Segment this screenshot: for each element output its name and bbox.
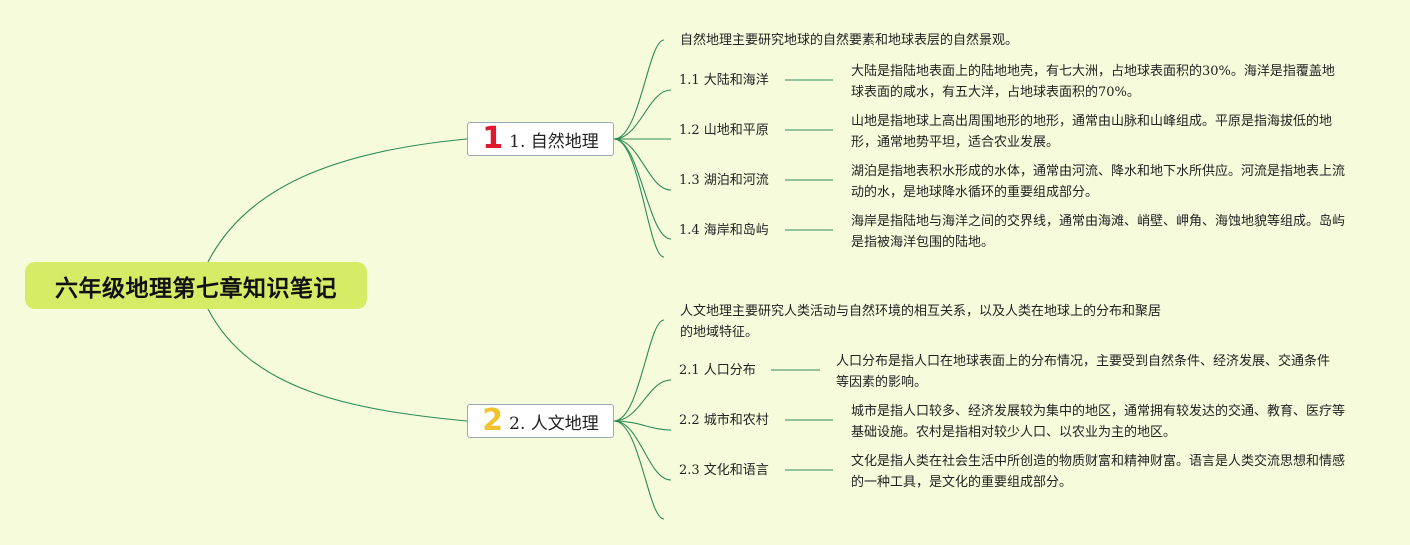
topic-culture-language[interactable]: 2.3 文化和语言 xyxy=(679,463,769,478)
desc-mountains-plains: 山地是指地球上高出周围地形的地形，通常由山脉和山峰组成。平原是指海拔低的地形，通… xyxy=(851,114,1333,150)
link-b2-item1 xyxy=(613,379,672,422)
branch-label: 2. 人文地理 xyxy=(509,413,599,434)
topic-continents-oceans[interactable]: 1.1 大陆和海洋 xyxy=(679,73,769,88)
link-b2-item2 xyxy=(613,420,672,431)
link-root-branch-1 xyxy=(207,138,468,263)
link-b2-item3 xyxy=(613,420,672,481)
topic-lakes-rivers[interactable]: 1.3 湖泊和河流 xyxy=(679,173,769,188)
desc-population-distribution: 人口分布是指人口在地球表面上的分布情况，主要受到自然条件、经济发展、交通条件等因… xyxy=(836,354,1331,390)
branch-1-intro: 自然地理主要研究地球的自然要素和地球表层的自然景观。 xyxy=(680,33,1019,48)
link-b1-item3 xyxy=(613,138,672,191)
root-title: 六年级地理第七章知识笔记 xyxy=(55,275,337,302)
desc-culture-language: 文化是指人类在社会生活中所创造的物质财富和精神财富。语言是人类交流思想和情感的一… xyxy=(851,454,1346,490)
number-one-icon: 1 xyxy=(482,121,504,156)
branch-natural-geography[interactable]: 1 1. 自然地理 xyxy=(467,122,614,156)
topic-mountains-plains[interactable]: 1.2 山地和平原 xyxy=(679,123,769,138)
link-b1-intro xyxy=(613,39,665,140)
link-b1-bottom xyxy=(613,138,665,258)
link-b2-intro xyxy=(613,319,665,422)
desc-urban-rural: 城市是指人口较多、经济发展较为集中的地区，通常拥有较发达的交通、教育、医疗等基础… xyxy=(851,404,1346,440)
desc-coasts-islands: 海岸是指陆地与海洋之间的交界线，通常由海滩、峭壁、岬角、海蚀地貌等组成。岛屿是指… xyxy=(851,214,1346,250)
link-b1-item4 xyxy=(613,138,672,240)
topic-urban-rural[interactable]: 2.2 城市和农村 xyxy=(679,413,769,428)
topic-coasts-islands[interactable]: 1.4 海岸和岛屿 xyxy=(679,223,769,238)
root-topic[interactable]: 六年级地理第七章知识笔记 xyxy=(25,262,367,309)
desc-continents-oceans: 大陆是指陆地表面上的陆地地壳，有七大洲，占地球表面积的30%。海洋是指覆盖地球表… xyxy=(851,64,1335,100)
branch-human-geography[interactable]: 2 2. 人文地理 xyxy=(467,404,614,438)
link-b2-bottom xyxy=(613,420,665,520)
topic-population-distribution[interactable]: 2.1 人口分布 xyxy=(679,363,756,378)
branch-label: 1. 自然地理 xyxy=(509,131,599,152)
number-two-icon: 2 xyxy=(482,403,504,438)
link-b1-item1 xyxy=(613,89,672,140)
desc-lakes-rivers: 湖泊是指地表积水形成的水体，通常由河流、降水和地下水所供应。河流是指地表上流动的… xyxy=(851,164,1346,200)
branch-2-intro: 人文地理主要研究人类活动与自然环境的相互关系，以及人类在地球上的分布和聚居的地域… xyxy=(680,304,1162,340)
link-root-branch-2 xyxy=(207,308,468,422)
